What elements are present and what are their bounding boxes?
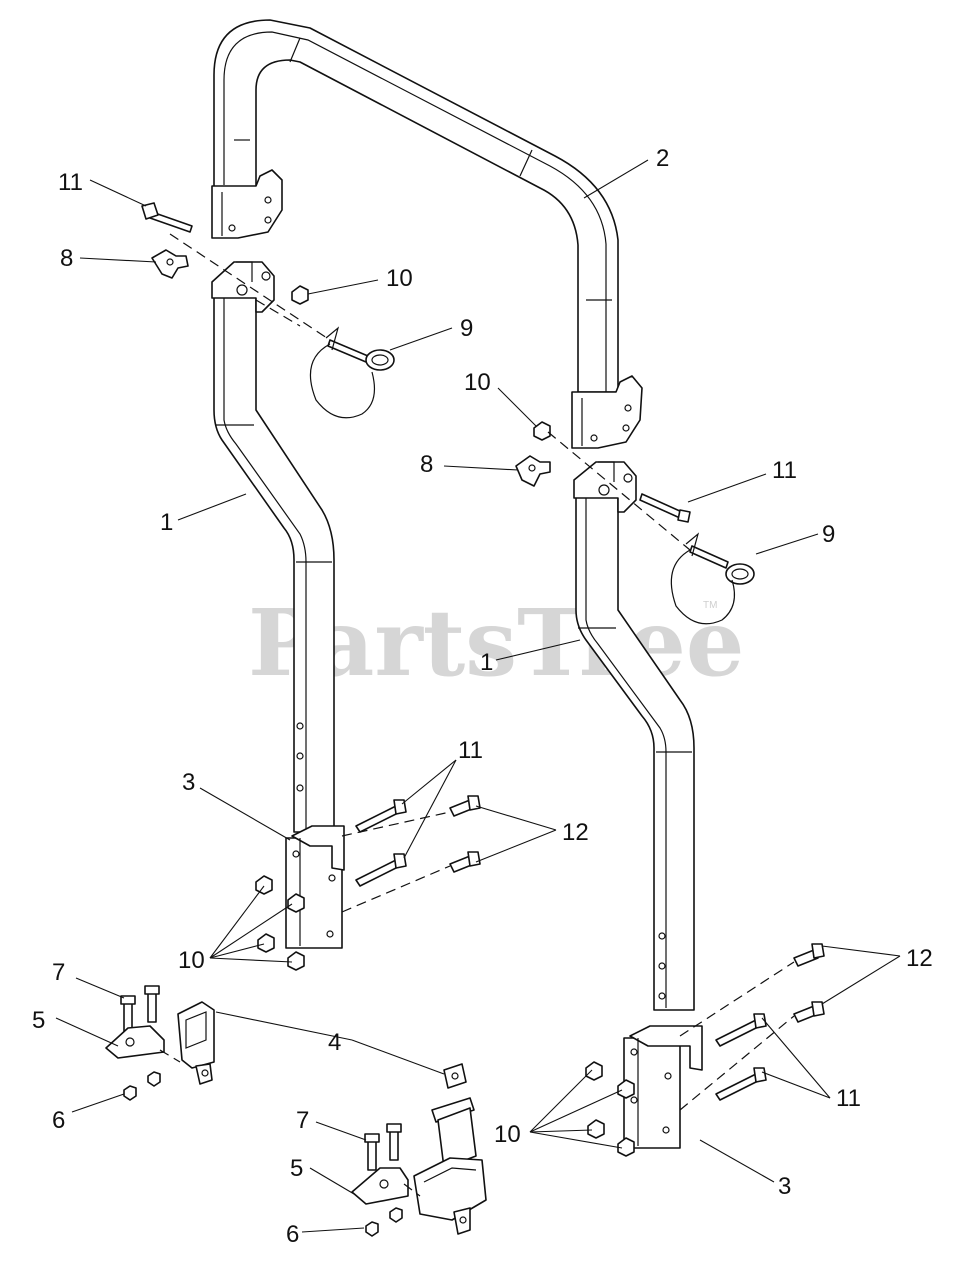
seat-belt-latch-right[interactable] [413,1157,487,1235]
mount-bracket-3-left[interactable] [285,825,345,949]
callout-6: 6 [286,1221,299,1248]
lower-roll-bar-right[interactable] [573,461,695,1011]
callout-11: 11 [458,737,483,764]
callout-5: 5 [32,1007,45,1034]
nut-10-top-left[interactable] [291,285,309,305]
nuts-6-right[interactable] [365,1207,403,1237]
callout-9: 9 [822,521,835,548]
bolts-12-right-bracket[interactable] [793,943,825,1023]
callout-5: 5 [290,1155,303,1182]
callout-6: 6 [52,1107,65,1134]
hitch-pin-9-left[interactable] [309,326,395,419]
callout-4: 4 [328,1029,341,1056]
alignment-line [159,1049,181,1063]
callout-7: 7 [52,959,65,986]
knob-8-right[interactable] [515,455,551,487]
bolt-11-top-left[interactable] [141,202,193,233]
callout-11: 11 [772,457,797,484]
callout-10: 10 [464,369,491,396]
hitch-pin-9-right[interactable] [670,532,755,625]
mount-bracket-3-right[interactable] [623,1025,703,1149]
callout-1: 1 [480,649,493,676]
bracket-5-right[interactable] [351,1167,409,1205]
leader-lines [55,159,901,1233]
alignment-line [341,811,451,837]
callout-8: 8 [420,451,433,478]
watermark-trademark: TM [703,600,717,611]
callout-7: 7 [296,1107,309,1134]
alignment-line [547,431,691,551]
callout-10: 10 [178,947,205,974]
bolt-11-right[interactable] [639,493,691,523]
bolts-11-right-bracket[interactable] [715,1013,767,1101]
nuts-10-right-bracket[interactable] [585,1061,635,1157]
callout-2: 2 [656,145,669,172]
callout-11: 11 [836,1085,861,1112]
callout-8: 8 [60,245,73,272]
upper-roll-bar[interactable] [211,19,643,449]
callout-3: 3 [778,1173,791,1200]
nuts-10-left-bracket[interactable] [255,875,305,971]
alignment-line [255,299,301,327]
nuts-6-left[interactable] [123,1071,161,1101]
nut-10-top-right[interactable] [533,421,551,441]
alignment-line [403,1183,421,1197]
callout-1: 1 [160,509,173,536]
alignment-line [679,961,795,1037]
callout-10: 10 [494,1121,521,1148]
callout-11: 11 [58,169,83,196]
lower-roll-bar-left[interactable] [211,261,335,833]
knob-8-left[interactable] [151,249,189,279]
bracket-5-left[interactable] [105,1025,165,1059]
bolts-7-right[interactable] [364,1123,402,1171]
callout-3: 3 [182,769,195,796]
callout-12: 12 [562,819,589,846]
callout-12: 12 [906,945,933,972]
alignment-line [679,1015,795,1111]
bolts-11-left-bracket[interactable] [355,799,407,887]
callout-10: 10 [386,265,413,292]
bolts-7-left[interactable] [120,985,160,1033]
seat-belt-strap-right[interactable] [431,1063,477,1169]
callout-9: 9 [460,315,473,342]
seat-belt-buckle-left[interactable] [177,1001,215,1085]
bolts-12-left-bracket[interactable] [449,795,481,873]
alignment-line [341,865,451,913]
